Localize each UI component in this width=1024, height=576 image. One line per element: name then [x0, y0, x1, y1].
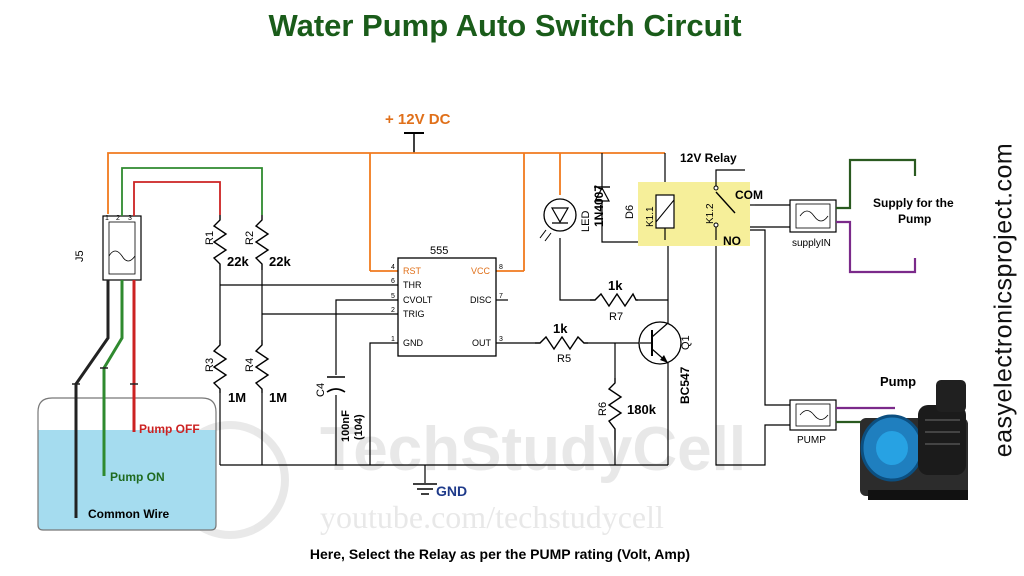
pump-on-label: Pump ON — [110, 470, 165, 484]
ic-pin-out: OUT — [472, 338, 492, 348]
ic-pin-vcc: VCC — [471, 266, 491, 276]
j5-pin-1: 1 — [105, 215, 109, 222]
ic-pin-number-vcc: 8 — [499, 264, 503, 271]
gnd-label: GND — [436, 483, 467, 499]
supply-box-line2: Pump — [898, 212, 931, 226]
supply-wire-1 — [836, 158, 917, 210]
footer-note: Here, Select the Relay as per the PUMP r… — [309, 546, 691, 562]
diode-ref: D6 — [624, 205, 636, 219]
r2-ref: R2 — [244, 231, 256, 245]
r5-value: 1k — [553, 321, 568, 336]
r7-value: 1k — [608, 278, 623, 293]
relay-com-label: COM — [735, 188, 763, 202]
resistor-r6: R6 180k — [597, 378, 657, 440]
ic-name: 555 — [430, 245, 448, 257]
ic-pin-number-trig: 2 — [391, 307, 395, 314]
r1-ref: R1 — [204, 231, 216, 245]
resistor-r2: R2 22k — [244, 215, 291, 270]
j5-ref: J5 — [74, 250, 86, 262]
watermark-brand: TechStudyCell — [320, 415, 746, 484]
r6-value: 180k — [627, 402, 657, 417]
c4-code: (104) — [353, 414, 365, 440]
common-wire-label: Common Wire — [88, 507, 170, 521]
watermark: TechStudyCell youtube.com/techstudycell — [171, 415, 746, 539]
wire-red-top — [133, 181, 221, 216]
pump-on-wire — [102, 280, 124, 476]
resistor-r7: 1k R7 — [590, 278, 638, 323]
resistor-r1: R1 22k — [204, 215, 249, 270]
transistor-part: BC547 — [678, 366, 692, 404]
terminal-supply-in: supplyIN — [789, 199, 837, 249]
c4-ref: C4 — [315, 383, 327, 397]
ic-pin-number-cvolt: 5 — [391, 293, 395, 300]
j5-pin-3: 3 — [128, 215, 132, 222]
r2-value: 22k — [269, 254, 291, 269]
wire-green-top — [121, 167, 263, 216]
r4-ref: R4 — [244, 358, 256, 372]
ic-555-body — [397, 257, 497, 357]
ic-pin-number-out: 3 — [499, 336, 503, 343]
r6-ref: R6 — [597, 402, 609, 416]
ic-pin-gnd: GND — [403, 338, 424, 348]
pump-terminal-label: PUMP — [797, 435, 826, 446]
supply-wire-2 — [836, 220, 917, 274]
relay-title: 12V Relay — [680, 151, 737, 165]
r4-value: 1M — [269, 390, 287, 405]
ic-pin-number-rst: 4 — [391, 264, 395, 271]
transistor-q1: Q1 BC547 — [638, 321, 692, 404]
r1-value: 22k — [227, 254, 249, 269]
transistor-ref: Q1 — [680, 335, 692, 350]
led-ref: LED — [580, 211, 592, 232]
supply-label: + 12V DC — [385, 111, 451, 128]
r5-ref: R5 — [557, 353, 571, 365]
led: LED — [539, 198, 592, 242]
capacitor-c4: C4 100nF (104) — [315, 376, 365, 442]
diode-d6: 1N4007 D6 — [592, 168, 636, 227]
supply-box-line1: Supply for the — [873, 196, 954, 210]
vcc-wires — [107, 152, 665, 272]
r3-ref: R3 — [204, 358, 216, 372]
diode-part: 1N4007 — [592, 185, 606, 227]
water-tank: Pump OFF Pump ON Common Wire — [37, 280, 217, 531]
ground-symbol — [413, 483, 437, 495]
ic-pin-cvolt: CVOLT — [403, 295, 433, 305]
circuit-wires — [219, 153, 790, 483]
ic-pin-number-thr: 6 — [391, 278, 395, 285]
supply-in-label: supplyIN — [792, 238, 831, 249]
ic-pin-disc: DISC — [470, 295, 492, 305]
r7-ref: R7 — [609, 311, 623, 323]
ic-555: 555 RST VCC THR CVOLT DISC TRIG GND OUT … — [391, 245, 503, 357]
c4-value: 100nF — [340, 410, 352, 442]
ic-pin-number-disc: 7 — [499, 293, 503, 300]
side-website-text: easyelectronicsproject.com — [989, 142, 1018, 458]
relay-no-label: NO — [723, 234, 741, 248]
pump-label: Pump — [880, 374, 916, 389]
relay-switch-ref: K1.2 — [705, 203, 716, 224]
r3-value: 1M — [228, 390, 246, 405]
common-wire — [74, 280, 110, 518]
pump-image — [860, 380, 968, 500]
diagram-title: Water Pump Auto Switch Circuit — [268, 8, 742, 43]
connector-j5: J5 1 2 3 — [74, 215, 142, 281]
resistor-r4: R4 1M — [244, 340, 287, 405]
relay-coil-ref: K1.1 — [645, 206, 656, 227]
j5-pin-2: 2 — [116, 215, 120, 222]
ic-pin-thr: THR — [403, 280, 422, 290]
resistor-r5: 1k R5 — [535, 321, 588, 365]
relay: K1.1 K1.2 12V Relay COM NO — [638, 151, 763, 248]
resistor-r3: R3 1M — [204, 340, 246, 405]
pump-off-label: Pump OFF — [139, 422, 200, 436]
ic-pin-number-gnd: 1 — [391, 336, 395, 343]
ic-pin-trig: TRIG — [403, 309, 425, 319]
terminal-pump: PUMP — [789, 399, 837, 446]
ic-pin-rst: RST — [403, 266, 422, 276]
watermark-url: youtube.com/techstudycell — [320, 499, 664, 535]
